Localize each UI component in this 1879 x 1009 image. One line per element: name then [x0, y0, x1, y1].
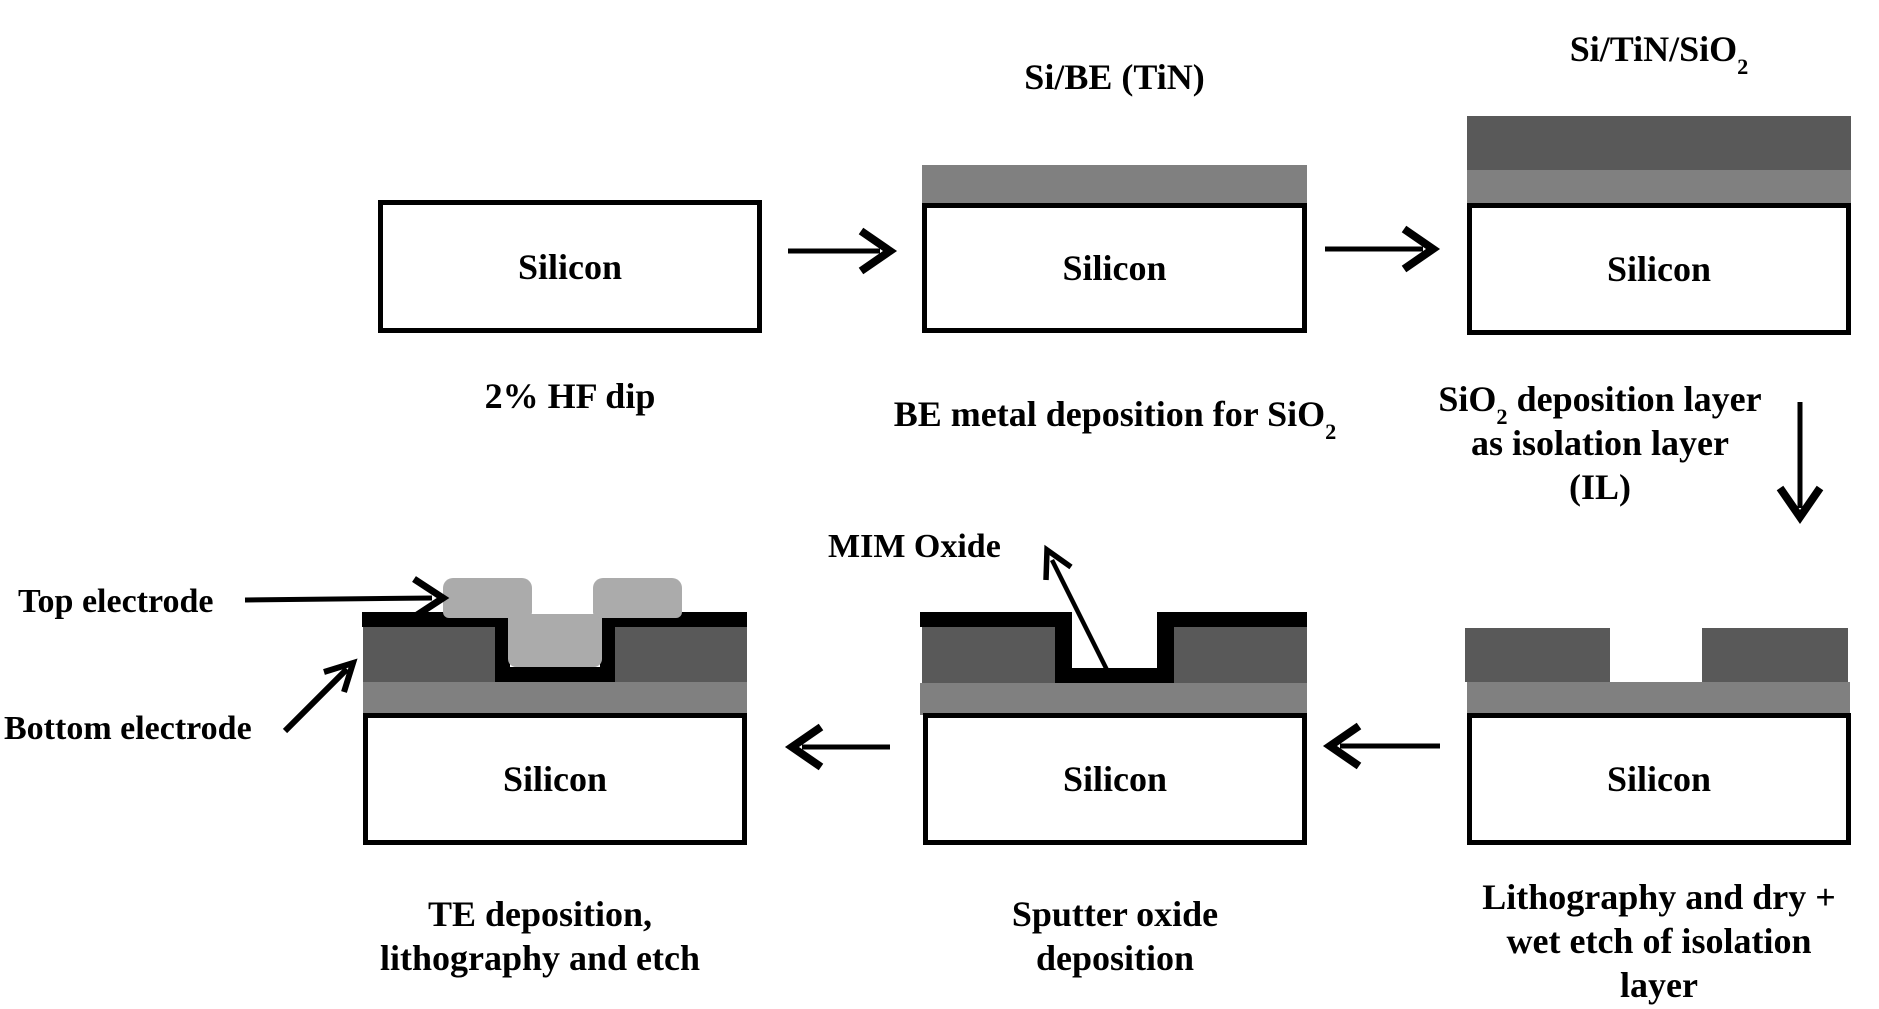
silicon-label: Silicon [1606, 759, 1712, 799]
mim-oxide-layer-wall-left [495, 612, 510, 682]
caption-text: TE deposition, [427, 894, 653, 934]
silicon-label: Silicon [502, 759, 608, 799]
caption-text: (IL) [1569, 467, 1631, 507]
caption-text: lithography and etch [379, 938, 701, 978]
tin-be-layer [1467, 682, 1850, 715]
sio2-isolation-mesa-right [1174, 627, 1307, 683]
step-4-caption: Lithography and dry + wet etch of isolat… [1467, 875, 1851, 1007]
mim-oxide-layer-cap-left [920, 612, 1068, 627]
mim-oxide-annotation: MIM Oxide [828, 528, 1001, 566]
caption-text: deposition layer [1507, 379, 1762, 419]
mim-oxide-layer-cap-right [1158, 612, 1307, 627]
step-5-caption: Sputter oxide deposition [923, 892, 1307, 980]
mim-oxide-layer-trench-bottom [1070, 668, 1160, 683]
silicon-label: Silicon [1606, 249, 1712, 289]
bottom-electrode-annotation: Bottom electrode [4, 710, 252, 748]
silicon-substrate: Silicon [922, 203, 1307, 333]
silicon-substrate: Silicon [363, 713, 747, 845]
caption-subscript: 2 [1325, 419, 1337, 445]
top-electrode-annotation: Top electrode [18, 583, 213, 621]
caption-text: BE metal deposition for SiO [893, 394, 1326, 434]
step-1-caption: 2% HF dip [378, 374, 762, 418]
top-electrode-layer-pad-right [593, 578, 682, 618]
top-electrode-layer-pad-left [443, 578, 532, 618]
sio2-isolation-mesa-left [922, 627, 1055, 683]
caption-subscript: 2 [1496, 404, 1508, 430]
top-electrode-layer-trench-fill [508, 614, 602, 667]
flow-arrow-step4-step5 [1322, 722, 1440, 770]
tin-be-layer [363, 682, 747, 715]
step-2-caption: BE metal deposition for SiO2 [880, 392, 1350, 443]
caption-text: Lithography and dry + [1482, 877, 1836, 917]
step-3-caption: SiO2 deposition layer as isolation layer… [1410, 377, 1790, 509]
title-text: Si/BE (TiN) [1024, 57, 1205, 97]
step-6-caption: TE deposition, lithography and etch [348, 892, 732, 980]
bottom-electrode-arrow [282, 658, 358, 734]
flow-arrow-step1-step2 [788, 227, 898, 275]
sio2-isolation-mesa-right [615, 627, 747, 682]
step-2-stack-title: Si/BE (TiN) [922, 56, 1307, 98]
step-3-stack-title: Si/TiN/SiO2 [1467, 28, 1851, 78]
silicon-label: Silicon [517, 246, 623, 287]
caption-text: layer [1620, 965, 1698, 1005]
silicon-label: Silicon [1062, 248, 1167, 288]
mim-oxide-layer-wall-right [600, 612, 615, 682]
sio2-isolation-mesa-right [1702, 628, 1848, 682]
caption-text: wet etch of isolation [1506, 921, 1812, 961]
sio2-isolation-layer [1467, 116, 1851, 170]
silicon-substrate: Silicon [1467, 203, 1851, 335]
mim-oxide-layer-trench-bottom [506, 667, 602, 682]
caption-text: Sputter oxide [1011, 894, 1219, 934]
tin-be-layer [920, 683, 1307, 715]
sio2-isolation-mesa-left [363, 627, 495, 682]
caption-text: deposition [1035, 938, 1195, 978]
caption-text: 2% HF dip [484, 376, 656, 416]
tin-be-layer [922, 165, 1307, 203]
annotation-text: Top electrode [18, 583, 214, 620]
silicon-substrate: Silicon [923, 713, 1307, 845]
sio2-isolation-mesa-left [1465, 628, 1610, 682]
silicon-substrate: Silicon [378, 200, 762, 333]
flow-arrow-step2-step3 [1325, 225, 1441, 273]
flow-arrow-step5-step6 [784, 723, 890, 771]
title-text: Si/TiN/SiO [1569, 29, 1738, 69]
tin-be-layer [1467, 170, 1851, 203]
silicon-substrate: Silicon [1467, 713, 1851, 845]
silicon-label: Silicon [1062, 759, 1168, 799]
mim-oxide-layer-wall-right [1157, 612, 1174, 683]
caption-text: as isolation layer [1471, 423, 1729, 463]
annotation-text: Bottom electrode [4, 710, 252, 747]
annotation-text: MIM Oxide [828, 528, 1001, 565]
caption-text: SiO [1438, 379, 1497, 419]
title-subscript: 2 [1737, 54, 1749, 80]
